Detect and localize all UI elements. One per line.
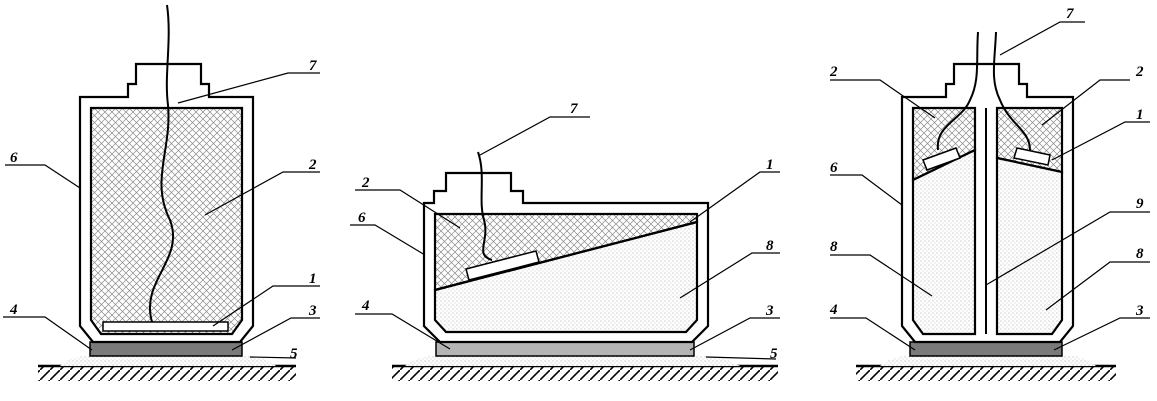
label-3: 3 [1135, 303, 1144, 319]
figure-middle: 7 2 1 6 8 4 3 5 [350, 101, 780, 381]
cable-left [936, 31, 979, 151]
filling-lower-right [995, 156, 1064, 336]
figure-right: 7 2 2 1 6 9 8 8 4 3 [829, 6, 1150, 381]
label-7: 7 [1066, 6, 1074, 22]
base-plate [909, 341, 1063, 357]
sensor-element-left [922, 147, 961, 171]
soil-layer [880, 355, 1096, 366]
label-8-right: 8 [1136, 246, 1144, 262]
label-6: 6 [10, 150, 18, 166]
base-plate [435, 341, 695, 357]
label-3: 3 [765, 303, 774, 319]
filling-lower-left [911, 148, 977, 336]
figure-left: 7 6 2 1 4 3 5 [3, 4, 320, 381]
sensor-element [465, 250, 540, 281]
base-plate [89, 341, 243, 357]
soil-layer [405, 355, 740, 366]
sensor-element [102, 321, 229, 332]
label-7: 7 [309, 58, 317, 74]
soil-layer [60, 355, 276, 366]
label-8-left: 8 [830, 239, 838, 255]
label-5: 5 [770, 346, 778, 362]
label-1: 1 [1136, 107, 1144, 123]
filling-material [89, 106, 244, 336]
cable-right [992, 31, 1031, 151]
label-9: 9 [1136, 196, 1144, 212]
label-4: 4 [829, 302, 838, 318]
label-2: 2 [361, 175, 370, 191]
label-2-left: 2 [829, 64, 838, 80]
label-1: 1 [766, 157, 774, 173]
label-3: 3 [308, 303, 317, 319]
cable [149, 4, 175, 323]
cable [477, 151, 493, 261]
label-7: 7 [570, 101, 578, 117]
ground-hatch [38, 367, 296, 381]
sensor-element-right [1013, 147, 1051, 166]
label-8: 8 [766, 238, 774, 254]
label-4: 4 [9, 302, 18, 318]
label-6: 6 [830, 160, 838, 176]
ground-hatch [392, 367, 778, 381]
label-6: 6 [358, 210, 366, 226]
ground-hatch [856, 367, 1116, 381]
label-4: 4 [361, 298, 370, 314]
label-5: 5 [290, 346, 298, 362]
label-2: 2 [308, 157, 317, 173]
label-1: 1 [309, 271, 317, 287]
label-2-right: 2 [1135, 64, 1144, 80]
